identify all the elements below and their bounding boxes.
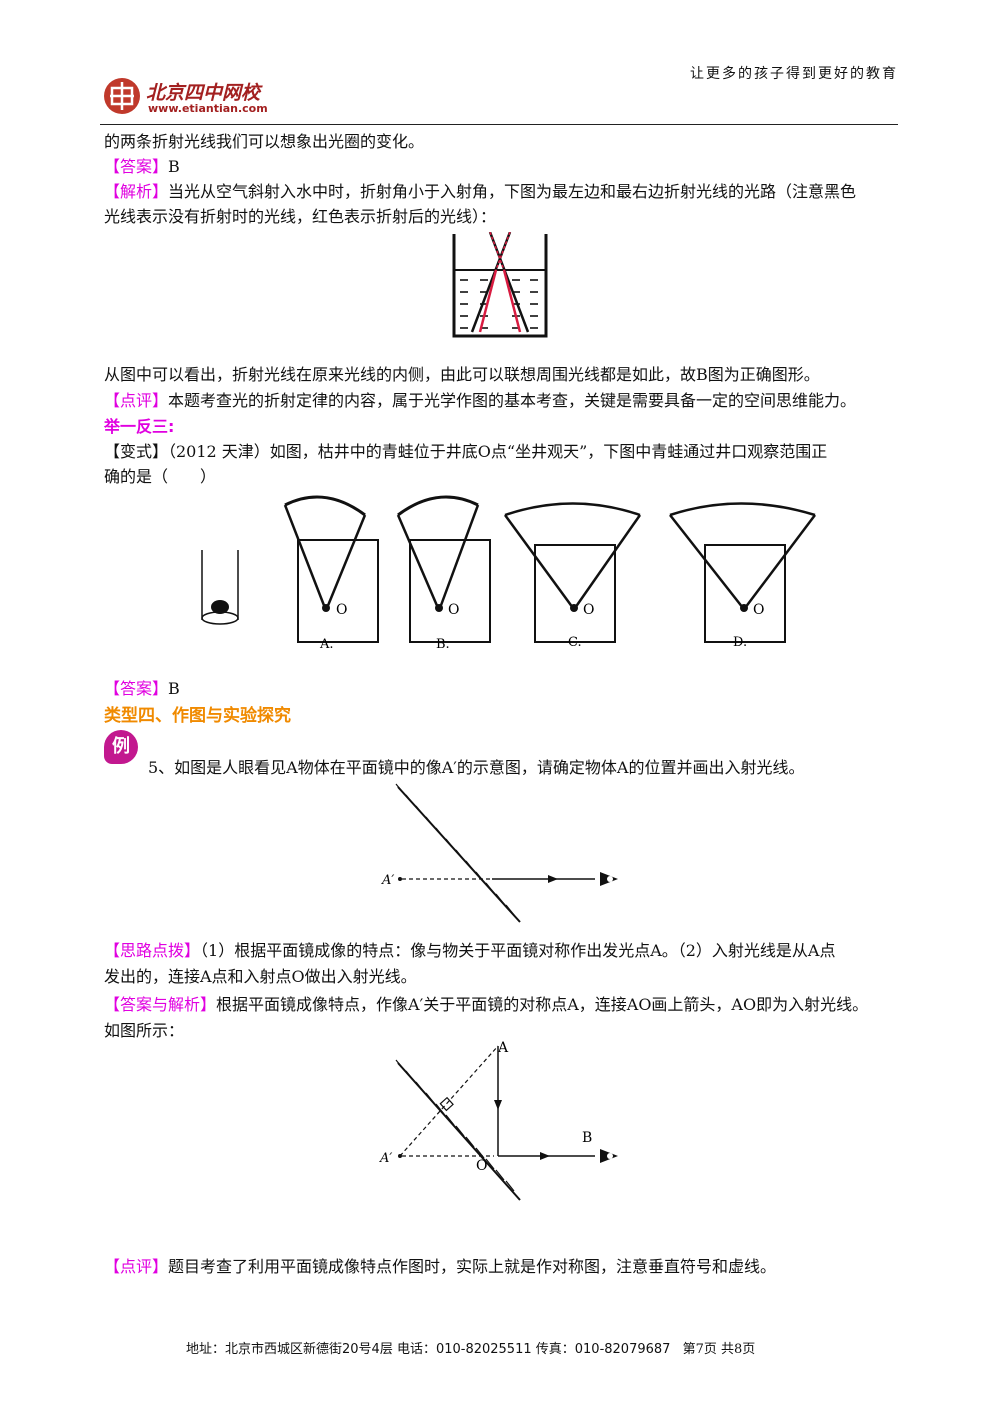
answer-analysis-tag: 【答案与解析】 (104, 995, 217, 1014)
example-badge: 例 (104, 730, 138, 764)
answer-1: 【答案】B (104, 156, 180, 178)
section-title: 类型四、作图与实验探究 (104, 706, 291, 726)
point-O-C: O (583, 602, 594, 618)
logo-name: 北京四中网校 (146, 82, 261, 104)
answer-tag-2: 【答案】 (104, 679, 169, 698)
header-rule (100, 124, 898, 125)
comment-text: 本题考查光的折射定律的内容，属于光学作图的基本考查，关键是需要具备一定的空间思维… (168, 391, 857, 410)
analysis-line-2: 光线表示没有折射时的光线，红色表示折射后的光线）： (104, 207, 497, 226)
option-label-A: A. (319, 637, 334, 652)
comment-tag-2: 【点评】 (104, 1257, 169, 1276)
variant-line-2: 确的是（ ） (104, 467, 217, 486)
comment-text-2: 题目考查了利用平面镜成像特点作图时，实际上就是作对称图，注意垂直符号和虚线。 (168, 1257, 777, 1276)
point-O-A: O (336, 602, 347, 618)
comment-2: 【点评】题目考查了利用平面镜成像特点作图时，实际上就是作对称图，注意垂直符号和虚… (104, 1256, 776, 1278)
small-well (201, 550, 239, 625)
answer-value: B (168, 157, 180, 176)
refraction-beaker-figure (452, 232, 548, 338)
example-badge-text: 例 (112, 736, 130, 757)
mirror-figure-1: A′ (381, 783, 618, 923)
image-label-2: A′ (379, 1151, 392, 1166)
answer-value-2: B (168, 679, 180, 698)
extend-title-text: 举一反三: (104, 417, 175, 436)
fig-label-A: A (497, 1040, 509, 1056)
variant-line-1: 【变式】（2012 天津）如图，枯井中的青蛙位于井底O点“坐井观天”，下图中青蛙… (104, 442, 828, 461)
analysis-line-1: 【解析】当光从空气斜射入水中时，折射角小于入射角，下图为最左边和最右边折射光线的… (104, 181, 856, 203)
answer-analysis-text: 根据平面镜成像特点，作像A′关于平面镜的对称点A，连接AO画上箭头，AO即为入射… (216, 995, 869, 1014)
comment-1: 【点评】本题考查光的折射定律的内容，属于光学作图的基本考查，关键是需要具备一定的… (104, 390, 856, 412)
text-line-1: 的两条折射光线我们可以想象出光圈的变化。 (104, 132, 425, 151)
thinking-text: （1）根据平面镜成像的特点：像与物关于平面镜对称作出发光点A。（2）入射光线是从… (200, 941, 836, 960)
thinking-line-1: 【思路点拨】（1）根据平面镜成像的特点：像与物关于平面镜对称作出发光点A。（2）… (104, 940, 836, 962)
answer-analysis: 【答案与解析】根据平面镜成像特点，作像A′关于平面镜的对称点A，连接AO画上箭头… (104, 994, 868, 1016)
comment-tag: 【点评】 (104, 391, 169, 410)
point-O-D: O (753, 602, 764, 618)
option-B: O B. (396, 495, 491, 652)
image-label-1: A′ (381, 873, 394, 888)
point-O-B: O (448, 602, 459, 618)
logo: 北京四中网校 www.etiantian.com (100, 72, 300, 120)
thinking-line-2: 发出的，连接A点和入射点O做出入射光线。 (104, 967, 417, 986)
analysis-text: 当光从空气斜射入水中时，折射角小于入射角，下图为最左边和最右边折射光线的光路（注… (168, 182, 857, 201)
footer-page: 第7页 共8页 (682, 1342, 756, 1357)
logo-seal-icon (104, 78, 140, 114)
as-shown-text: 如图所示： (104, 1021, 185, 1040)
option-C: O C. (503, 502, 642, 650)
footer: 地址：北京市西城区新德街20号4层 电话：010-82025511 传真：010… (186, 1338, 755, 1357)
well-options-figure: O A. O B. O C. O D. (201, 495, 816, 652)
option-label-D: D. (733, 635, 747, 650)
answer-2: 【答案】B (104, 678, 180, 700)
header-slogan: 让更多的孩子得到更好的教育 (690, 66, 898, 82)
option-label-C: C. (568, 635, 582, 650)
footer-address: 地址：北京市西城区新德街20号4层 电话：010-82025511 传真：010… (186, 1342, 671, 1357)
conclusion-text: 从图中可以看出，折射光线在原来光线的内侧，由此可以联想周围光线都是如此，故B图为… (104, 365, 820, 384)
mirror-figure-2: A A′ O B (379, 1040, 618, 1201)
option-label-B: B. (436, 637, 450, 652)
logo-url: www.etiantian.com (148, 102, 268, 115)
option-A: O A. (283, 495, 379, 652)
thinking-tag: 【思路点拨】 (104, 941, 201, 960)
fig-label-O: O (476, 1158, 487, 1174)
answer-tag: 【答案】 (104, 157, 169, 176)
fig-label-B: B (582, 1130, 592, 1146)
extend-title: 举一反三: (104, 416, 174, 438)
option-D: O D. (669, 502, 816, 650)
analysis-tag: 【解析】 (104, 182, 169, 201)
question-5: 5、如图是人眼看见A物体在平面镜中的像A′的示意图，请确定物体A的位置并画出入射… (148, 758, 805, 777)
